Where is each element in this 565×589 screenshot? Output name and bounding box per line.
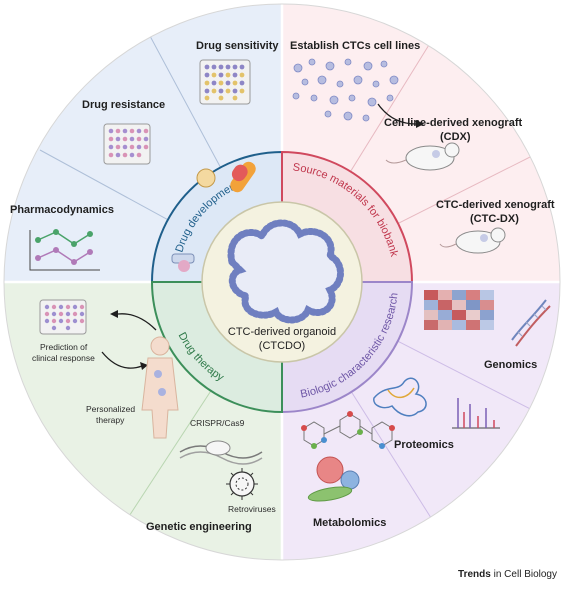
label-ctcdx-line1: CTC-derived xenograft — [436, 199, 555, 211]
label-metabolomics: Metabolomics — [313, 517, 386, 529]
label-genetic-engineering: Genetic engineering — [146, 521, 252, 533]
arrow-to-plate-icon — [110, 310, 157, 331]
core-title: CTC-derived organoid — [228, 326, 336, 338]
label-ctcdx-line2: (CTC-DX) — [470, 213, 519, 225]
protein-structure-icon — [373, 377, 427, 417]
label-establish-ctc: Establish CTCs cell lines — [290, 40, 420, 52]
crispr-dna-icon — [179, 440, 263, 465]
arrow-to-cdx-icon — [377, 103, 424, 128]
metabolite-molecules-icon — [301, 411, 395, 449]
credit-rest: in Cell Biology — [490, 569, 557, 580]
core-subtitle: (CTCDO) — [259, 340, 305, 352]
drug-sensitivity-plate-icon — [199, 59, 251, 105]
label-proteomics: Proteomics — [394, 439, 454, 451]
drug-resistance-plate-icon — [103, 123, 151, 165]
label-prediction-line2: clinical response — [32, 353, 95, 363]
mass-spectrum-icon — [452, 398, 500, 429]
label-drug-sensitivity: Drug sensitivity — [196, 40, 279, 52]
label-cdx-line2: (CDX) — [440, 131, 471, 143]
journal-credit: Trends in Cell Biology — [458, 569, 557, 580]
arrow-to-patient-icon — [101, 351, 148, 370]
label-prediction-line1: Prediction of — [40, 342, 88, 352]
label-personalized-line2: therapy — [96, 415, 125, 425]
genomics-heatmap-icon — [424, 290, 494, 330]
outer-border — [3, 3, 561, 561]
label-retroviruses: Retroviruses — [228, 504, 276, 514]
pharmacodynamics-graph-icon — [29, 229, 100, 271]
syringe-icon — [171, 253, 195, 272]
retrovirus-icon — [226, 468, 258, 500]
patient-body-icon — [141, 336, 179, 439]
label-genomics: Genomics — [484, 359, 537, 371]
credit-bold: Trends — [458, 569, 491, 580]
organoid-cells — [227, 219, 344, 324]
label-drug-resistance: Drug resistance — [82, 99, 165, 111]
drug-therapy-plate-icon — [39, 299, 87, 335]
organoid-illustration — [227, 219, 344, 324]
metabolite-cells-icon — [307, 456, 360, 502]
ctc-cells-icon — [292, 58, 399, 122]
label-pharmacodynamics: Pharmacodynamics — [10, 204, 114, 216]
mouse-cdx-icon — [385, 142, 460, 171]
label-crispr: CRISPR/Cas9 — [190, 418, 245, 428]
mouse-ctcdx-icon — [439, 227, 506, 254]
dna-helix-icon — [511, 299, 551, 347]
pill-capsule-icon — [196, 161, 256, 193]
label-personalized-line1: Personalized — [86, 404, 135, 414]
label-cdx-line1: Cell line-derived xenograft — [384, 117, 522, 129]
